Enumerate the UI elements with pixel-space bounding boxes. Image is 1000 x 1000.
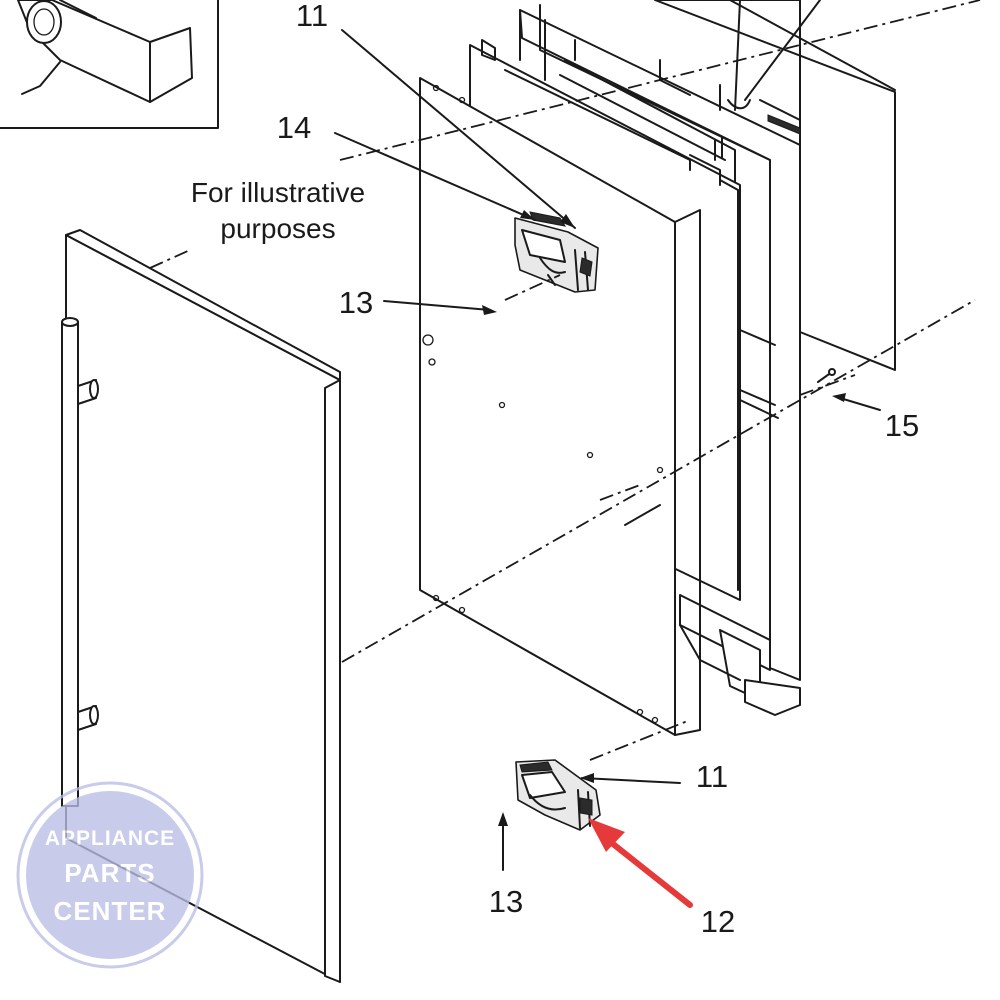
inset-hole bbox=[26, 0, 62, 44]
leader-top-right bbox=[734, 0, 741, 111]
inner-door-assembly bbox=[419, 39, 741, 736]
callout-13-bottom: 13 bbox=[489, 884, 523, 919]
callout-14: 14 bbox=[277, 110, 311, 145]
leader-15 bbox=[839, 397, 881, 411]
note-line-2: purposes bbox=[220, 213, 335, 244]
top-hinge bbox=[514, 211, 599, 293]
watermark-line-1: APPLIANCE bbox=[45, 827, 175, 850]
callout-15: 15 bbox=[885, 408, 919, 443]
watermark: APPLIANCE PARTS CENTER bbox=[16, 781, 204, 969]
leader-lines bbox=[334, 0, 881, 871]
note-line-1: For illustrative bbox=[191, 177, 365, 208]
callout-11-bottom: 11 bbox=[696, 759, 728, 794]
inset-detail bbox=[0, 0, 219, 129]
watermark-line-2: PARTS bbox=[64, 858, 155, 888]
bottom-hinge bbox=[515, 759, 601, 831]
callout-13-mid: 13 bbox=[339, 285, 373, 320]
leader-13-mid bbox=[383, 300, 491, 311]
callout-12: 12 bbox=[701, 904, 735, 939]
callout-11-top: 11 bbox=[296, 0, 328, 33]
leader-11-top bbox=[341, 29, 576, 229]
inset-leader bbox=[21, 61, 61, 95]
alignment-lines bbox=[149, 0, 981, 761]
watermark-line-3: CENTER bbox=[54, 896, 167, 926]
leader-11-bottom bbox=[581, 777, 681, 784]
panel-holes bbox=[422, 84, 664, 724]
leader-14 bbox=[334, 132, 536, 221]
inset-frame bbox=[0, 0, 219, 129]
highlight-arrow-12 bbox=[588, 818, 693, 908]
callout-labels: For illustrative purposes 11 14 13 15 11… bbox=[191, 0, 919, 939]
rear-panel bbox=[654, 0, 896, 371]
